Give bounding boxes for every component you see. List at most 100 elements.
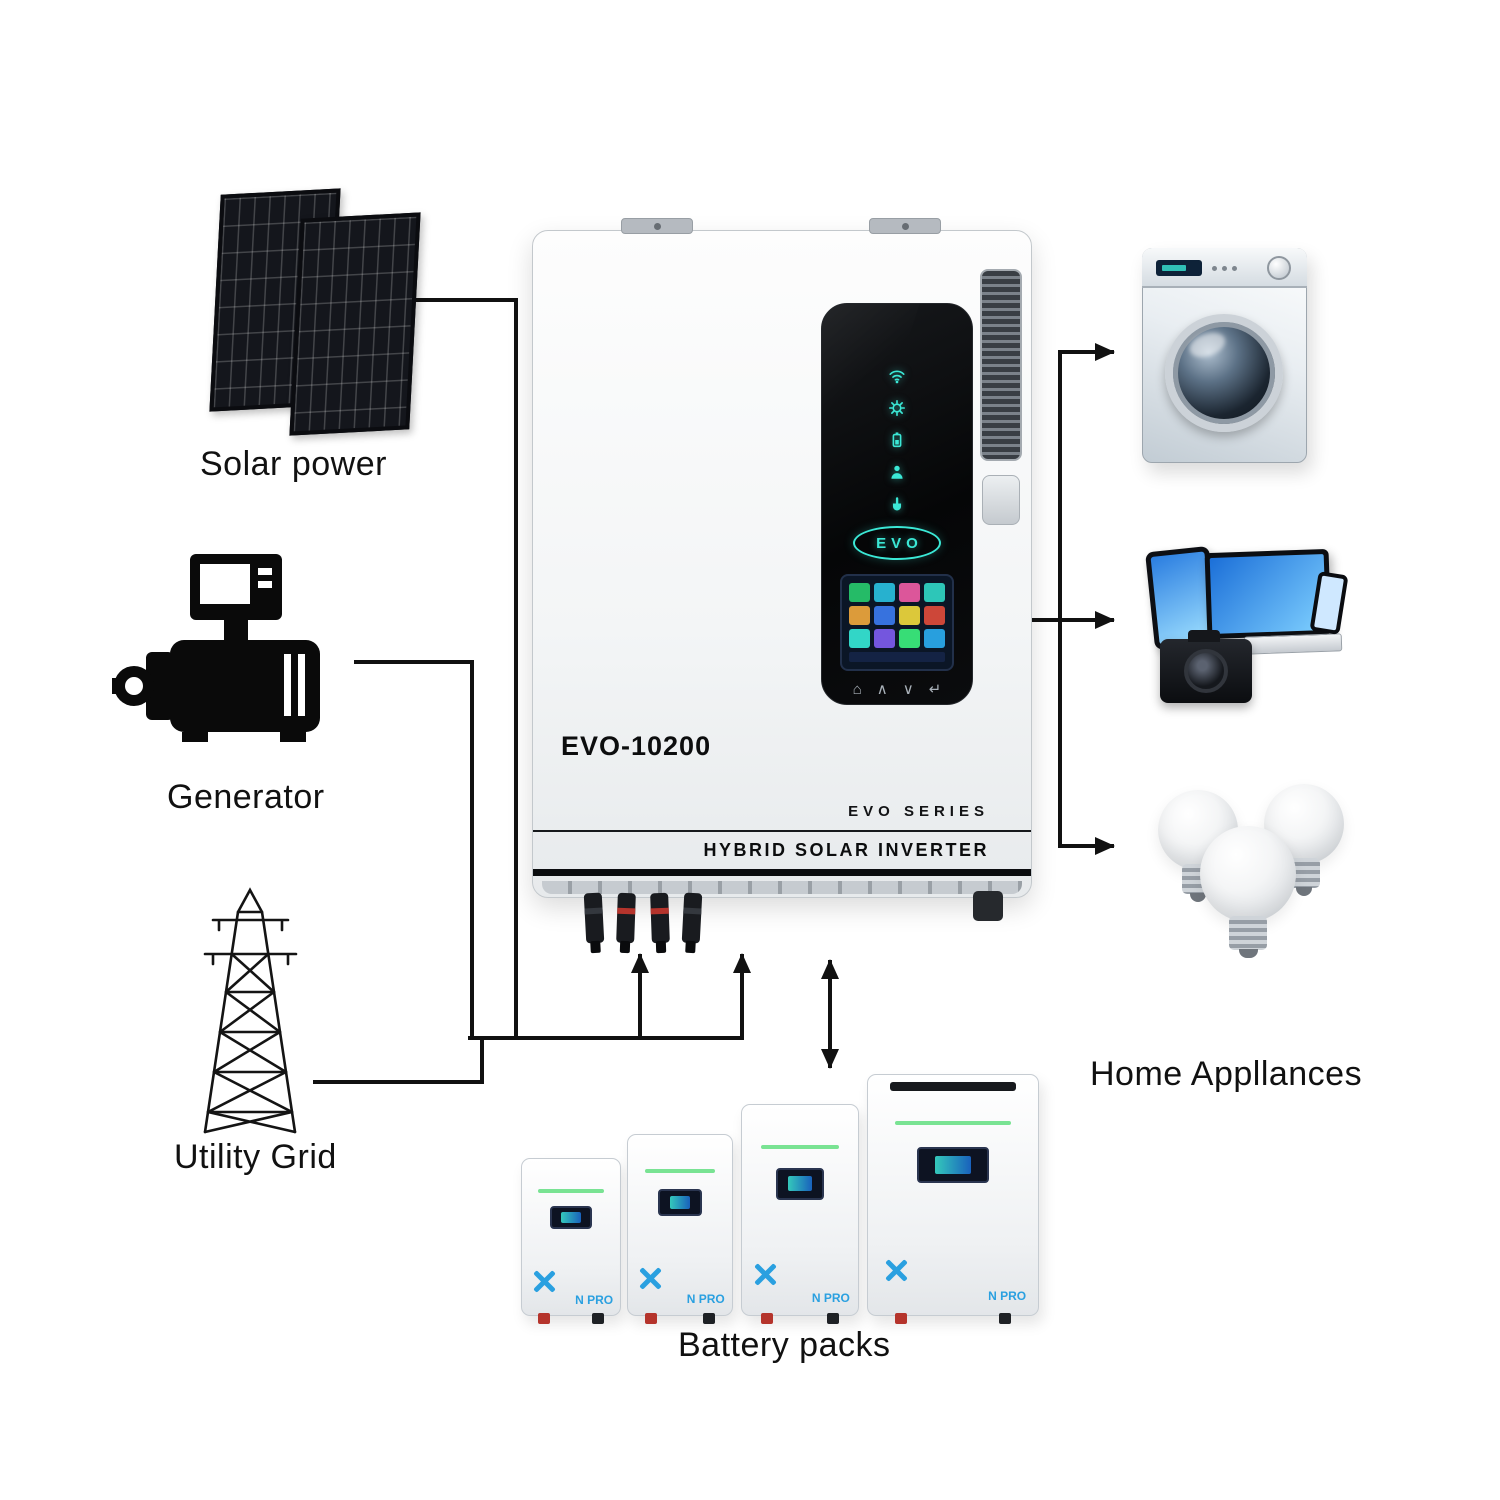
battery-terminal [644, 1313, 657, 1324]
battery-brand-logo-icon [752, 1261, 779, 1288]
lcd-tile [899, 606, 920, 625]
person-icon [891, 465, 903, 479]
battery-screen [917, 1147, 989, 1183]
down-button-icon[interactable]: ∨ [902, 681, 914, 698]
washer-button [1232, 266, 1237, 271]
battery-green-bar [537, 1188, 605, 1193]
display-panel: EVO ⌂ ∧ ∨ ↵ [821, 303, 973, 705]
wifi-icon [889, 370, 905, 384]
inverter-product-text: HYBRID SOLAR INVERTER [703, 840, 989, 860]
battery-unit: N PRO [741, 1104, 859, 1324]
battery-brand-logo-icon [531, 1268, 558, 1295]
lcd-tile [924, 583, 945, 602]
lcd-tile [849, 583, 870, 602]
bulb-globe [1200, 826, 1296, 922]
battery-terminal [760, 1313, 773, 1324]
side-vent-grille [980, 269, 1022, 461]
light-bulbs-illustration [1158, 772, 1348, 996]
solar-to-inverter-line [400, 298, 518, 1040]
home-button-icon[interactable]: ⌂ [852, 681, 862, 698]
battery-brand-logo-icon [637, 1265, 664, 1292]
battery-screen [658, 1189, 702, 1216]
solar-panel-front [289, 212, 421, 436]
lcd-tile [924, 629, 945, 648]
lcd-screen [840, 574, 954, 671]
solar-label: Solar power [200, 445, 387, 483]
lcd-tile [874, 583, 895, 602]
utility-label: Utility Grid [174, 1138, 337, 1176]
battery-label: Battery packs [678, 1326, 891, 1364]
bottom-vent-strip [542, 881, 1022, 894]
hybrid-inverter: EVO ⌂ ∧ ∨ ↵ [532, 218, 1032, 944]
lcd-tile [899, 583, 920, 602]
battery-screen [775, 1168, 825, 1200]
lcd-tile [924, 606, 945, 625]
battery-terminal [592, 1313, 605, 1324]
generator-label: Generator [167, 778, 325, 816]
generator-icon [112, 554, 320, 742]
enter-button-icon[interactable]: ↵ [928, 681, 942, 698]
battery-brand-text: N PRO [575, 1293, 614, 1308]
battery-brand-text: N PRO [686, 1292, 725, 1306]
battery-brand-text: N PRO [988, 1289, 1027, 1303]
bulb-base [1229, 916, 1267, 958]
inverter-model-text: EVO-10200 [561, 731, 712, 761]
lcd-tile [874, 606, 895, 625]
solar-panels-illustration [205, 188, 421, 450]
battery-packs-illustration: N PRO N PRO N PRO N PRO [515, 1072, 1055, 1324]
mounting-tab-left [621, 218, 693, 234]
battery-terminal [998, 1313, 1011, 1324]
battery-brand-logo-icon [883, 1257, 910, 1284]
utility-to-inverter-line [313, 1036, 484, 1084]
up-button-icon[interactable]: ∧ [876, 681, 888, 698]
output-trunk-line [1032, 350, 1062, 848]
battery-screen [550, 1205, 592, 1230]
utility-grid-icon [203, 887, 298, 1134]
laptop-base [1243, 633, 1343, 655]
mc4-connector [681, 892, 703, 944]
breaker-block [973, 891, 1003, 921]
inverter-series-text: EVO SERIES [848, 803, 989, 820]
battery-terminal [827, 1313, 840, 1324]
mc4-connectors [583, 892, 765, 957]
battery-brand-text: N PRO [811, 1290, 850, 1305]
washer-display [1156, 260, 1202, 276]
lcd-tile [899, 629, 920, 648]
electronics-illustration [1145, 545, 1349, 717]
lcd-tile [849, 629, 870, 648]
divider-line-thin [533, 830, 1031, 832]
battery-unit: N PRO [867, 1074, 1039, 1324]
washer-knob [1267, 256, 1291, 280]
mounting-tab-right [869, 218, 941, 234]
battery-green-bar [895, 1120, 1011, 1125]
battery-unit: N PRO [627, 1134, 733, 1324]
lcd-tile [849, 606, 870, 625]
battery-green-bar [760, 1144, 840, 1149]
washer-button [1212, 266, 1217, 271]
battery-terminal [703, 1313, 716, 1324]
battery-terminal [537, 1313, 550, 1324]
side-handle [982, 475, 1020, 525]
mc4-connector [616, 892, 636, 944]
divider-line-thick [533, 869, 1031, 876]
lcd-tile [874, 629, 895, 648]
battery-green-bar [644, 1169, 716, 1174]
touch-buttons-row: ⌂ ∧ ∨ ↵ [853, 680, 942, 700]
lcd-status-bar [849, 652, 945, 662]
mc4-connector [583, 892, 605, 944]
camera [1160, 630, 1252, 703]
battery-terminal [895, 1313, 908, 1324]
washing-machine-illustration [1142, 248, 1307, 463]
gear-icon [888, 399, 906, 417]
appliances-label: Home Appllances [1090, 1055, 1363, 1093]
touch-icon [892, 497, 902, 511]
camera-lens [1184, 649, 1228, 693]
mc4-connector [650, 892, 670, 944]
washer-door [1165, 314, 1283, 432]
battery-top-bar [890, 1082, 1016, 1091]
battery-icon [892, 432, 902, 448]
washer-button [1222, 266, 1227, 271]
evo-logo-badge: EVO [853, 526, 941, 560]
